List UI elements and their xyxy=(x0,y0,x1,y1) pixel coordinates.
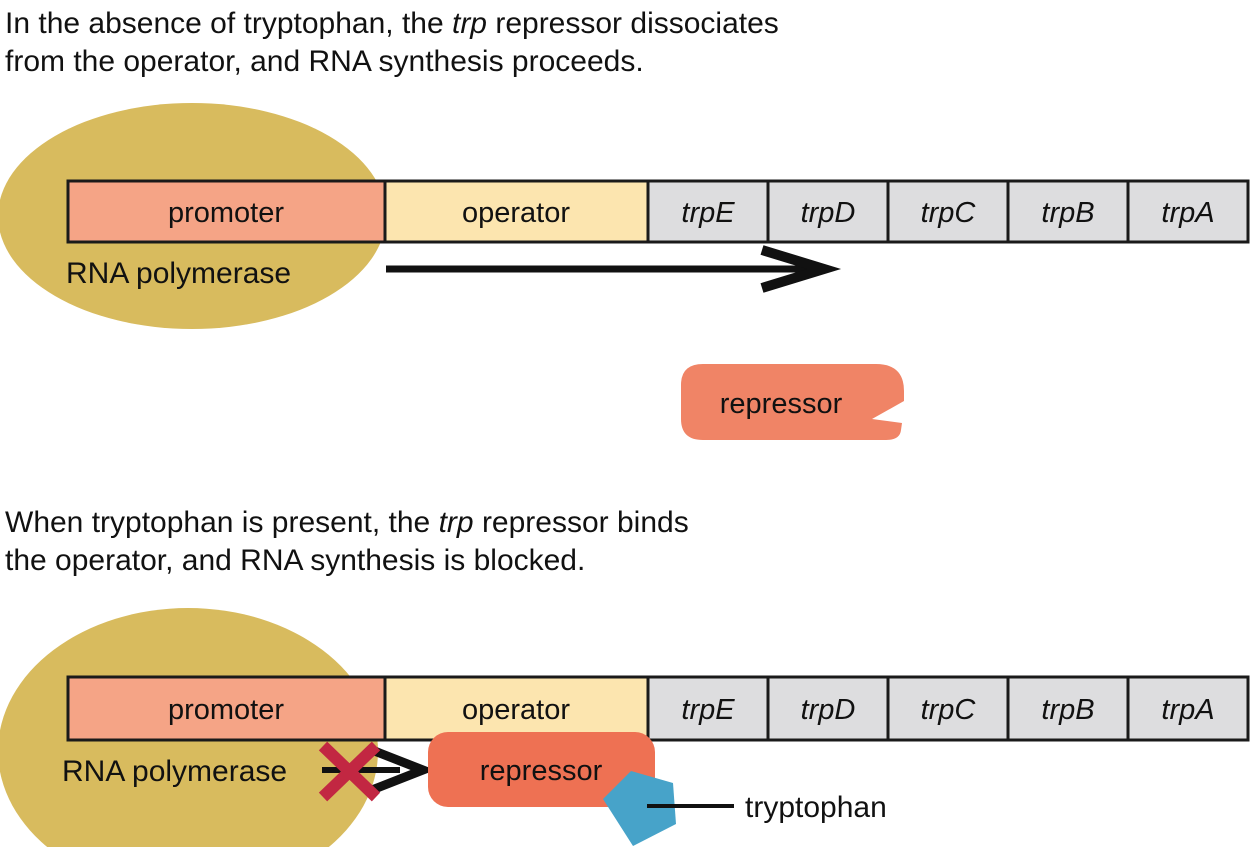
gene-label-trpC: trpC xyxy=(921,694,977,726)
gene-label-trpA: trpA xyxy=(1161,197,1214,229)
caption-trp-italic: trp xyxy=(451,7,487,40)
gene-box-trpC xyxy=(886,179,1010,244)
rna-polymerase-label: RNA polymerase xyxy=(62,755,287,788)
caption-text: repressor dissociates xyxy=(487,7,779,40)
panel2-caption: When tryptophan is present, the trp repr… xyxy=(5,504,689,580)
panel2-caption-line1: When tryptophan is present, the trp repr… xyxy=(5,504,689,542)
operator-box xyxy=(383,179,650,244)
promoter-label: promoter xyxy=(168,197,284,229)
gene-label-trpA: trpA xyxy=(1161,694,1214,726)
caption-trp-italic: trp xyxy=(438,506,474,539)
operator-label: operator xyxy=(462,197,570,229)
repressor-shape-free xyxy=(681,364,904,440)
gene-box-trpB xyxy=(1006,675,1130,742)
panel1-caption-line1: In the absence of tryptophan, the trp re… xyxy=(5,5,779,43)
panel2-caption-line2: the operator, and RNA synthesis is block… xyxy=(5,544,586,577)
gene-box-trpA xyxy=(1126,179,1250,244)
tryptophan-shape xyxy=(603,771,676,846)
repressor-label-bound: repressor xyxy=(480,755,603,787)
tryptophan-label: tryptophan xyxy=(745,791,887,824)
repressor-shape-bound xyxy=(428,732,655,807)
panel1-caption: In the absence of tryptophan, the trp re… xyxy=(5,5,779,81)
gene-label-trpB: trpB xyxy=(1041,197,1094,229)
gene-label-trpE: trpE xyxy=(681,197,735,229)
promoter-label: promoter xyxy=(168,694,284,726)
panel2-diagram: promoter operator trpE trpD trpC trpB tr… xyxy=(0,608,1250,847)
gene-label-trpB: trpB xyxy=(1041,694,1094,726)
rna-polymerase-label: RNA polymerase xyxy=(66,257,291,290)
gene-box-trpA xyxy=(1126,675,1250,742)
gene-label-trpD: trpD xyxy=(801,197,856,229)
gene-box-trpD xyxy=(766,675,890,742)
panel1-diagram: promoter operator trpE trpD trpC trpB tr… xyxy=(0,103,1250,440)
gene-label-trpD: trpD xyxy=(801,694,856,726)
panel1-caption-line2: from the operator, and RNA synthesis pro… xyxy=(5,45,644,78)
block-x-icon xyxy=(318,741,381,802)
transcription-arrow-head xyxy=(760,245,842,293)
caption-text: When tryptophan is present, the xyxy=(5,506,439,539)
operator-label: operator xyxy=(462,694,570,726)
blocked-arrow-head xyxy=(370,745,436,795)
caption-text: In the absence of tryptophan, the xyxy=(5,7,452,40)
caption-text: repressor binds xyxy=(473,506,689,539)
repressor-label-free: repressor xyxy=(720,388,843,420)
gene-label-trpC: trpC xyxy=(921,197,977,229)
gene-box-trpE xyxy=(646,179,770,244)
operator-box xyxy=(383,675,650,742)
gene-box-trpE xyxy=(646,675,770,742)
promoter-box xyxy=(66,675,387,742)
gene-label-trpE: trpE xyxy=(681,694,735,726)
